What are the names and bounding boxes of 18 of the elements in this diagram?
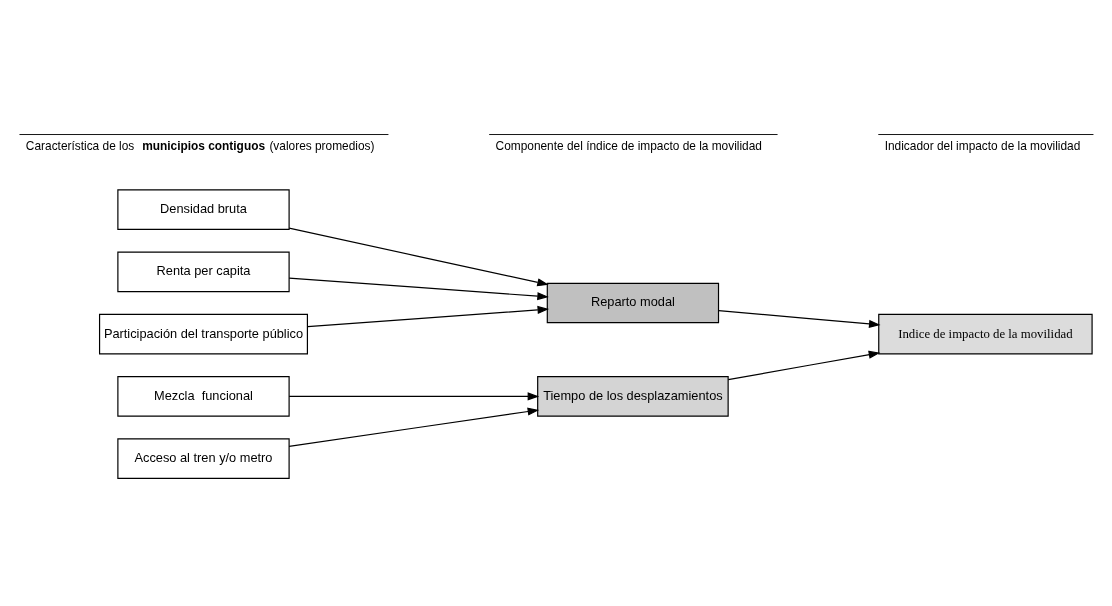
node-box: Tiempo de los desplazamientos [537,376,729,417]
node-box: Reparto modal [546,282,720,324]
node-box: Indice de impacto de la movilidad [878,313,1093,355]
node-box: Acceso al tren y/o metro [117,438,290,479]
node-box: Densidad bruta [117,189,290,230]
node-box: Renta per capita [117,251,290,293]
arrow [288,392,540,401]
arrow [727,350,881,381]
arrow [307,305,550,328]
arrow [288,227,549,287]
node-box: Participación del transporte público [98,313,308,355]
label: Componente del índice de impacto de la movilidad [495,139,762,154]
label: Indicador del impacto de la movilidad [884,139,1081,154]
arrow [288,277,549,301]
label: Característica de los municipios contiguos (valores promedios) [25,138,375,153]
node-box: Mezcla funcional [117,376,290,417]
arrow [288,407,540,447]
arrow [718,309,881,328]
